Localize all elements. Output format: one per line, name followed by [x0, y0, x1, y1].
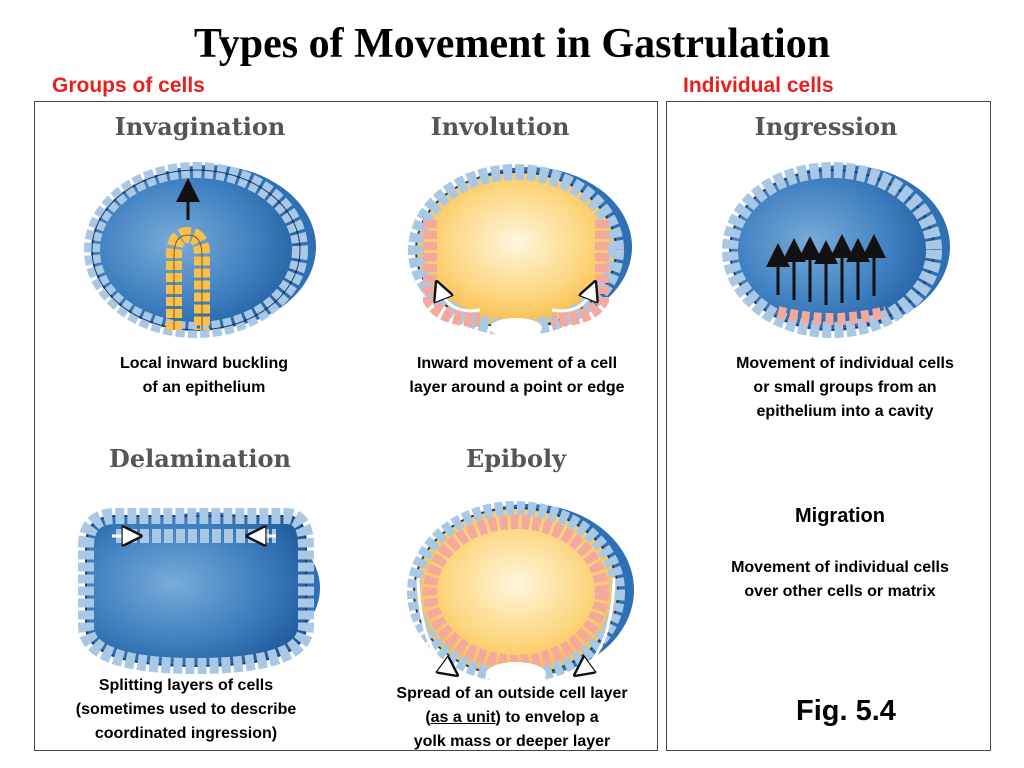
epiboly-caption-underlined: as a unit	[430, 709, 496, 726]
epiboly-label: Epiboly	[465, 444, 567, 473]
epiboly-caption: Spread of an outside cell layer (as a un…	[364, 682, 660, 754]
migration-caption-line1: Movement of individual cells	[731, 559, 949, 576]
invagination-caption-line1: Local inward buckling	[119, 355, 289, 372]
ingression-caption-line3: epithelium into a cavity	[756, 403, 934, 420]
migration-label: Migration	[795, 505, 885, 527]
delamination-caption-line2: (sometimes used to describe	[75, 701, 297, 718]
migration-caption: Movement of individual cells over other …	[700, 556, 980, 604]
epiboly-caption-line3: yolk mass or deeper layer	[413, 733, 611, 750]
involution-label: Involution	[430, 112, 570, 141]
invagination-caption: Local inward buckling of an epithelium	[74, 352, 334, 400]
ingression-diagram	[722, 162, 950, 338]
ingression-caption: Movement of individual cells or small gr…	[700, 352, 990, 424]
epiboly-diagram	[407, 501, 634, 684]
groups-of-cells-label: Groups of cells	[52, 74, 205, 97]
involution-diagram	[408, 164, 632, 338]
migration-caption-line2: over other cells or matrix	[744, 583, 936, 600]
delamination-caption-line3: coordinated ingression)	[94, 725, 278, 742]
ingression-caption-line2: or small groups from an	[753, 379, 937, 396]
ingression-label: Ingression	[754, 112, 898, 141]
page-title: Types of Movement in Gastrulation	[193, 21, 831, 67]
involution-caption: Inward movement of a cell layer around a…	[372, 352, 662, 400]
delamination-caption-line1: Splitting layers of cells	[98, 677, 274, 694]
epiboly-caption-line2-post: ) to envelop a	[495, 709, 599, 726]
involution-caption-line2: layer around a point or edge	[409, 379, 625, 396]
individual-cells-label: Individual cells	[683, 74, 834, 97]
invagination-caption-line2: of an epithelium	[142, 379, 266, 396]
epiboly-caption-line2-pre: (	[425, 709, 431, 726]
epiboly-caption-line2: (as a unit) to envelop a	[364, 706, 660, 730]
delamination-diagram	[78, 508, 320, 675]
epiboly-caption-line1: Spread of an outside cell layer	[396, 685, 628, 702]
delamination-caption: Splitting layers of cells (sometimes use…	[44, 674, 328, 746]
invagination-label: Invagination	[114, 112, 286, 141]
ingression-caption-line1: Movement of individual cells	[736, 355, 954, 372]
invagination-diagram	[84, 162, 316, 338]
figure-number: Fig. 5.4	[796, 695, 896, 727]
delamination-label: Delamination	[109, 444, 291, 473]
involution-caption-line1: Inward movement of a cell	[416, 355, 618, 372]
